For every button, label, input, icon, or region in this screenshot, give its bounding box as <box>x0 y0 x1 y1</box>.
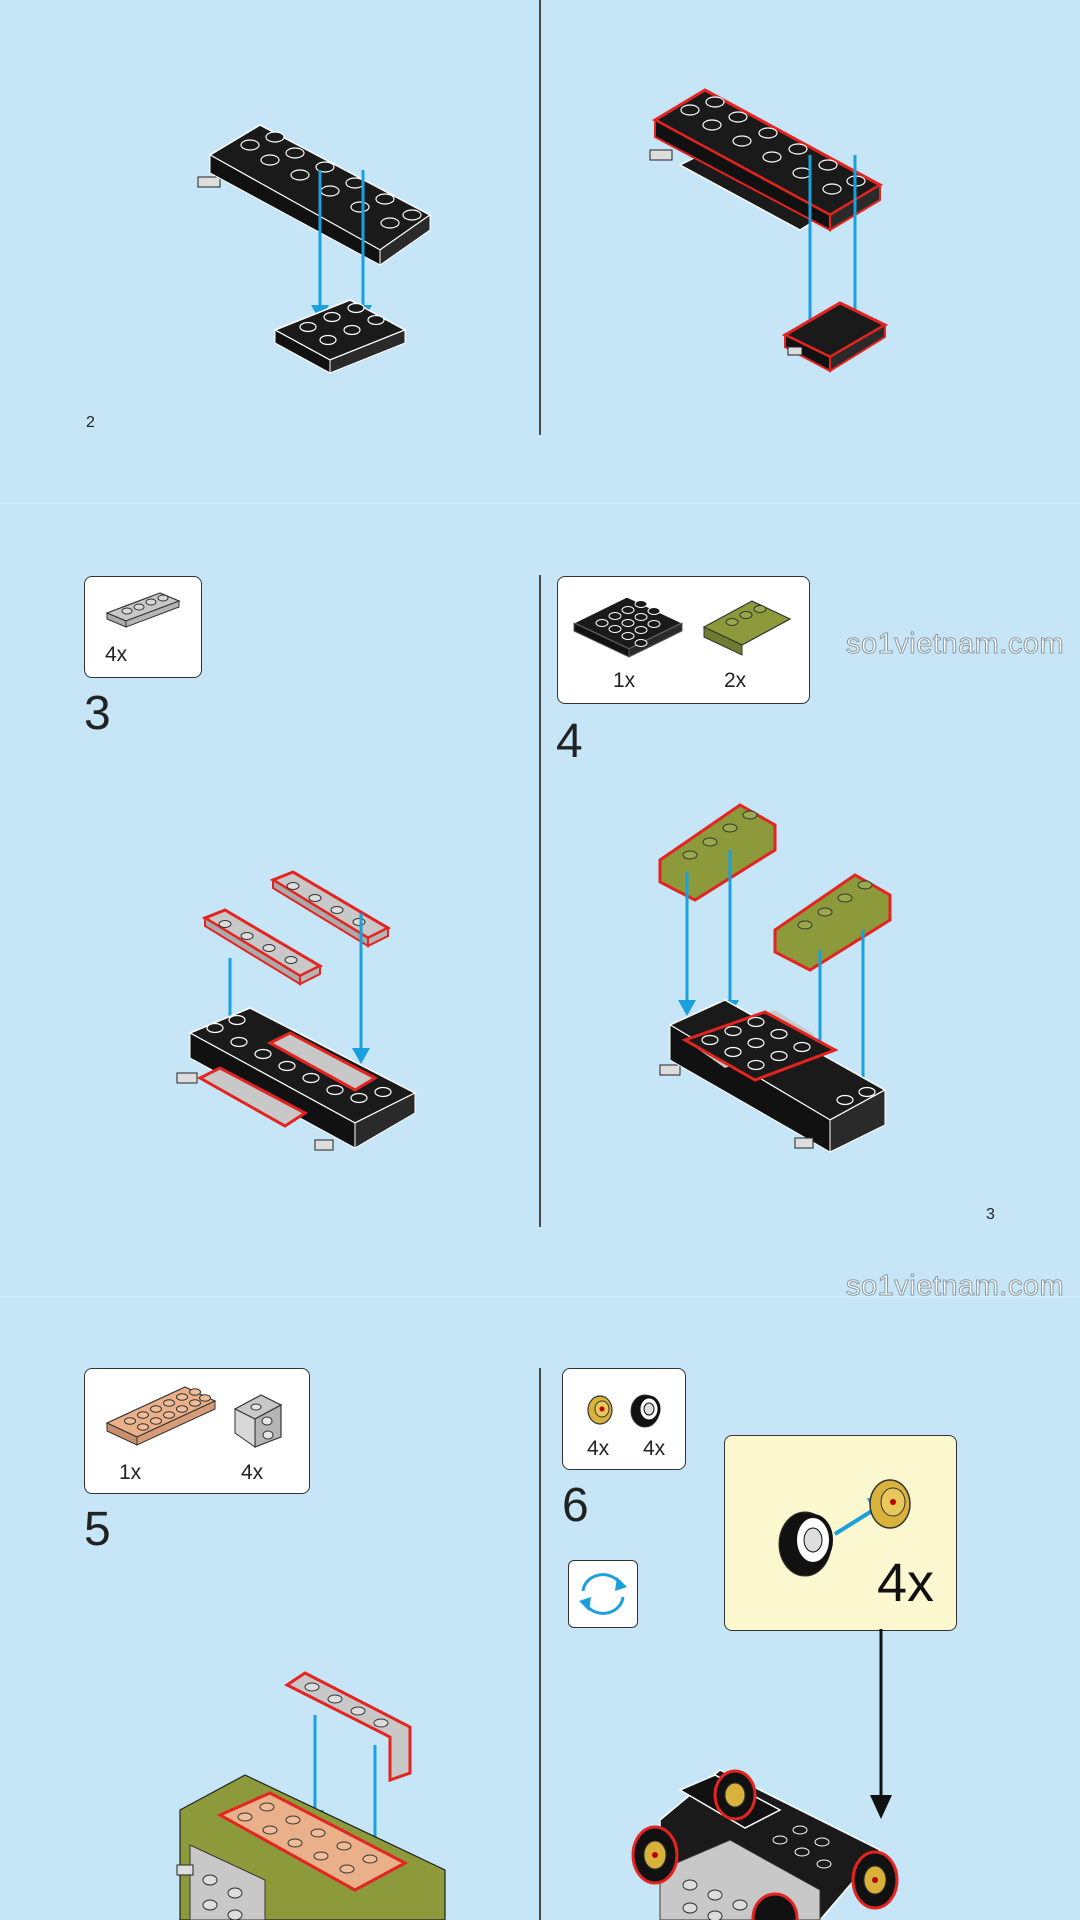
step-number-4: 4 <box>556 715 583 768</box>
parts-box-step-5: 1x 4x <box>84 1368 310 1494</box>
part-qty: 4x <box>105 643 128 666</box>
part-qty: 4x <box>587 1437 610 1460</box>
rotate-model-icon <box>579 1573 627 1615</box>
gray-plate-part-icon <box>105 592 181 628</box>
build-illustration-step-a <box>197 124 432 374</box>
part-qty: 2x <box>724 669 747 692</box>
watermark-top: so1vietnam.com <box>845 628 1065 661</box>
column-divider-middle <box>539 575 541 1227</box>
wheel-assembly-callout: 4x <box>724 1435 957 1631</box>
parts-box-step-6: 4x 4x <box>562 1368 686 1470</box>
page-fold-line-1 <box>0 503 1080 504</box>
part-qty: 1x <box>119 1461 142 1484</box>
black-plate-part-icon <box>572 596 684 658</box>
page-number-right: 3 <box>986 1206 995 1223</box>
step-number-3: 3 <box>84 687 111 740</box>
watermark-bottom: so1vietnam.com <box>845 1270 1065 1303</box>
step-number-6: 6 <box>562 1479 589 1532</box>
yellow-hub-part-icon <box>587 1395 613 1425</box>
page-number-left: 2 <box>86 414 95 431</box>
black-tire-part-icon <box>630 1394 661 1428</box>
build-illustration-step-5 <box>176 1671 446 1920</box>
callout-pointer-arrow <box>870 1629 892 1819</box>
rotate-model-box <box>568 1560 638 1628</box>
build-illustration-step-3 <box>176 870 417 1151</box>
build-illustration-step-6 <box>631 1769 899 1920</box>
column-divider-bottom <box>539 1368 541 1920</box>
part-qty: 1x <box>613 669 636 692</box>
wheel-assembly-diagram <box>778 1479 911 1577</box>
build-illustration-step-4 <box>658 803 892 1153</box>
part-qty: 4x <box>241 1461 264 1484</box>
callout-qty: 4x <box>877 1553 935 1613</box>
parts-box-step-4: 1x 2x <box>557 576 810 704</box>
part-qty: 4x <box>643 1437 666 1460</box>
olive-mudguard-part-icon <box>702 600 792 656</box>
step-number-5: 5 <box>84 1503 111 1556</box>
tan-plate-part-icon <box>105 1386 217 1446</box>
gray-bracket-part-icon <box>233 1394 283 1448</box>
page-fold-line-2 <box>0 1296 1080 1297</box>
parts-box-step-3: 4x <box>84 576 202 678</box>
column-divider-top <box>539 0 541 435</box>
build-illustration-step-b <box>649 88 889 373</box>
